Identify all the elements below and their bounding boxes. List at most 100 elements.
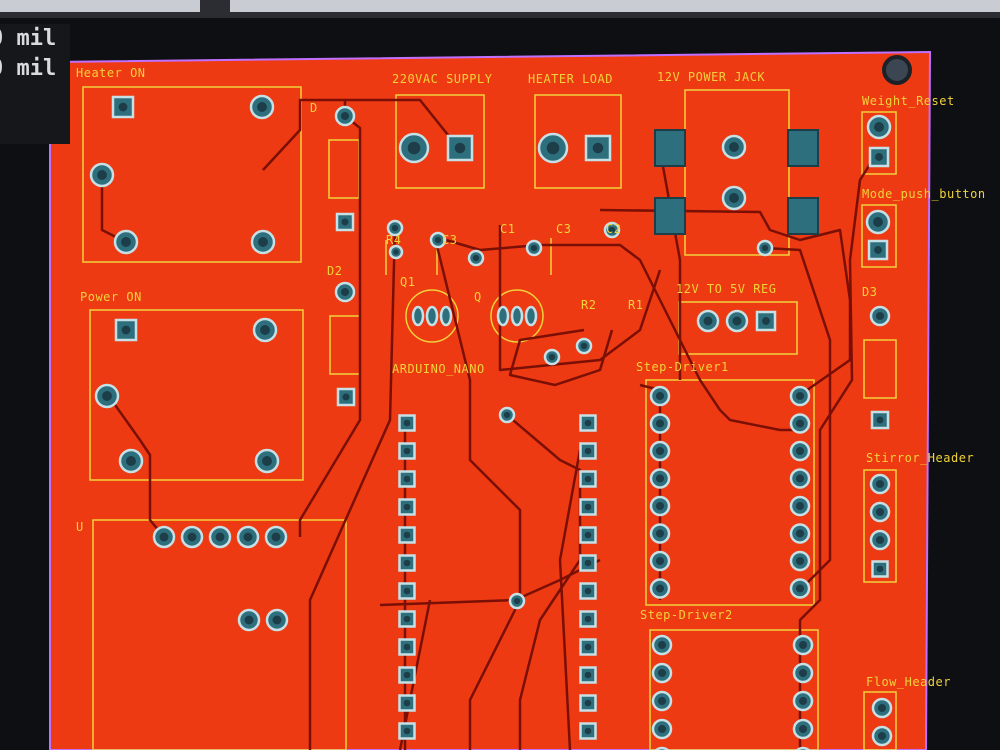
pad-drill-hole xyxy=(875,535,885,545)
pad-drill-hole xyxy=(403,475,411,483)
pad-drill-hole xyxy=(580,342,588,350)
oval-pad xyxy=(411,305,425,327)
pad-drill-hole xyxy=(548,353,556,361)
pad-drill-hole xyxy=(262,456,272,466)
pad-drill-hole xyxy=(875,153,883,161)
through-hole-pads xyxy=(89,94,893,750)
pad-drill-hole xyxy=(798,668,808,678)
pad-drill-hole xyxy=(260,325,270,335)
pad-drill-hole xyxy=(795,584,805,593)
pad-drill-hole xyxy=(729,142,739,152)
pad-drill-hole xyxy=(244,615,254,625)
oval-pad xyxy=(496,305,510,327)
label-heater-load: HEATER LOAD xyxy=(528,72,613,86)
pad-drill-hole xyxy=(655,419,665,428)
pad-drill-hole xyxy=(798,640,808,650)
pad-drill-hole xyxy=(243,532,253,542)
pad-drill-hole xyxy=(584,615,592,623)
pad-drill-hole xyxy=(761,244,769,252)
label-arduino-nano: ARDUINO_NANO xyxy=(392,362,485,376)
pad-drill-hole xyxy=(102,391,112,401)
mounting-hole xyxy=(882,55,912,85)
pad-drill-hole xyxy=(472,254,480,262)
label-mode-push-button: Mode_push_button xyxy=(862,187,986,201)
pad-drill-hole xyxy=(584,643,592,651)
pad-drill-hole xyxy=(657,696,667,706)
label-stirror-header: Stirror_Header xyxy=(866,451,975,465)
pad-drill-hole xyxy=(271,532,281,542)
pad-drill-hole xyxy=(121,237,131,247)
pad-drill-hole xyxy=(877,731,887,741)
pad-drill-hole xyxy=(407,141,421,155)
pad-drill-hole xyxy=(762,317,770,325)
label-12v-to-5v-reg: 12V TO 5V REG xyxy=(676,282,777,296)
pad-drill-hole xyxy=(657,640,667,650)
label-q1: Q1 xyxy=(400,275,416,289)
pad-drill-hole xyxy=(795,529,805,538)
pad-drill-hole xyxy=(434,236,442,244)
copper-pour xyxy=(49,50,932,750)
pad-drill-hole xyxy=(258,237,268,247)
pad-drill-hole xyxy=(340,287,350,297)
pad-drill-hole xyxy=(795,474,805,483)
pad-drill-hole xyxy=(530,244,538,252)
label-step-driver2: Step-Driver2 xyxy=(640,608,733,622)
label-d: D xyxy=(310,101,318,115)
pad-drill-hole xyxy=(584,531,592,539)
pad-drill-hole xyxy=(592,142,604,154)
pad-drill-hole xyxy=(340,111,350,121)
pad-drill-hole xyxy=(272,615,282,625)
pad-drill-hole xyxy=(126,456,136,466)
pad-drill-hole xyxy=(584,727,592,735)
pad-drill-hole xyxy=(403,643,411,651)
pad-drill-hole xyxy=(159,532,169,542)
pad-drill-hole xyxy=(655,584,665,593)
pad-drill-hole xyxy=(403,419,411,427)
pad-drill-hole xyxy=(584,447,592,455)
pad-drill-hole xyxy=(732,316,742,326)
coordinate-readout-panel: 0 mil 0 mil xyxy=(0,24,70,144)
pad-drill-hole xyxy=(403,503,411,511)
readout-line-1: 0 mil xyxy=(0,26,57,51)
pad-drill-hole xyxy=(341,218,349,226)
label-step-driver1: Step-Driver1 xyxy=(636,360,729,374)
pad-drill-hole xyxy=(342,393,350,401)
pad-drill-hole xyxy=(655,556,665,566)
pad-drill-hole xyxy=(403,559,411,567)
oval-pad xyxy=(510,305,524,327)
window-top-bar xyxy=(0,0,1000,18)
pad-drill-hole xyxy=(118,102,128,112)
pad-drill-hole xyxy=(403,531,411,539)
pad-drill-hole xyxy=(875,507,885,517)
label-r1: R1 xyxy=(628,298,644,312)
pad-drill-hole xyxy=(877,703,887,713)
pad-drill-hole xyxy=(403,671,411,679)
label-q: Q xyxy=(474,290,482,304)
pad-drill-hole xyxy=(121,325,131,335)
pad-drill-hole xyxy=(795,556,805,566)
oval-pad xyxy=(439,305,453,327)
pad-drill-hole xyxy=(657,724,667,734)
pad-drill-hole xyxy=(257,102,267,112)
pad-drill-hole xyxy=(874,122,884,132)
label-c1: C1 xyxy=(500,222,516,236)
copper-traces xyxy=(100,98,881,750)
pad-drill-hole xyxy=(215,532,225,542)
label-u: U xyxy=(76,520,84,534)
pad-drill-hole xyxy=(403,727,411,735)
pad-drill-hole xyxy=(584,419,592,427)
pad-drill-hole xyxy=(655,474,665,483)
label-power-on: Power ON xyxy=(80,290,142,304)
label-12v-power-jack: 12V POWER JACK xyxy=(657,70,766,84)
oval-pad xyxy=(524,305,538,327)
label-r4: R4 xyxy=(386,233,402,247)
pad-drill-hole xyxy=(584,559,592,567)
pad-drill-hole xyxy=(874,246,882,254)
label-weight-reset: Weight_Reset xyxy=(862,94,955,108)
pad-drill-hole xyxy=(584,475,592,483)
pad-drill-hole xyxy=(798,696,808,706)
pad-drill-hole xyxy=(655,446,665,456)
label-220vac-supply: 220VAC SUPPLY xyxy=(392,72,493,86)
pad-drill-hole xyxy=(795,501,805,511)
